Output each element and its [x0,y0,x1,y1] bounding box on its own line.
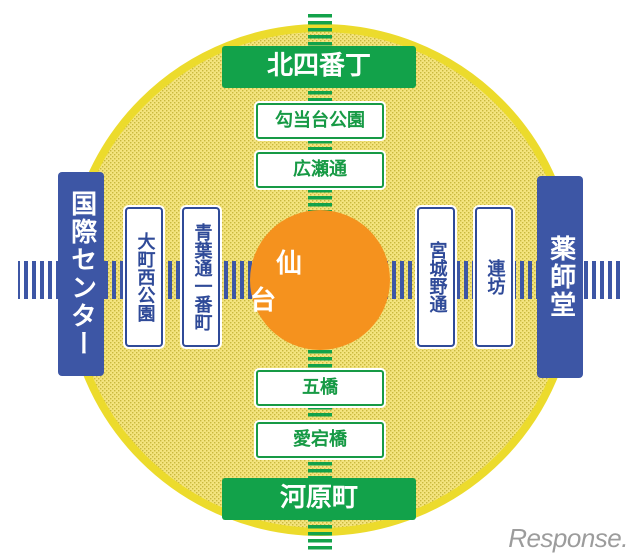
station-koutoudai-koen[interactable]: 勾当台公園 [256,103,384,139]
south-terminal-station[interactable]: 河原町 [222,478,416,520]
station-aoba-dori-ichibancho[interactable]: 青葉通一番町 [182,207,220,347]
north-terminal-station[interactable]: 北四番丁 [222,46,416,88]
station-itsutsubashi[interactable]: 五橋 [256,370,384,406]
east-terminal-station[interactable]: 薬師堂 [537,176,583,378]
station-hirose-dori[interactable]: 広瀬通 [256,152,384,188]
station-renbo[interactable]: 連坊 [475,207,513,347]
station-atagobashi[interactable]: 愛宕橋 [256,422,384,458]
sendai-station[interactable]: 仙 台 [250,249,329,316]
west-terminal-station[interactable]: 国際センター [58,172,104,376]
station-omachi-nishi-koen[interactable]: 大町西公園 [125,207,163,347]
response-watermark: Response. [508,523,628,553]
sendai-hub-circle [250,210,390,350]
station-miyagino-dori[interactable]: 宮城野通 [417,207,455,347]
